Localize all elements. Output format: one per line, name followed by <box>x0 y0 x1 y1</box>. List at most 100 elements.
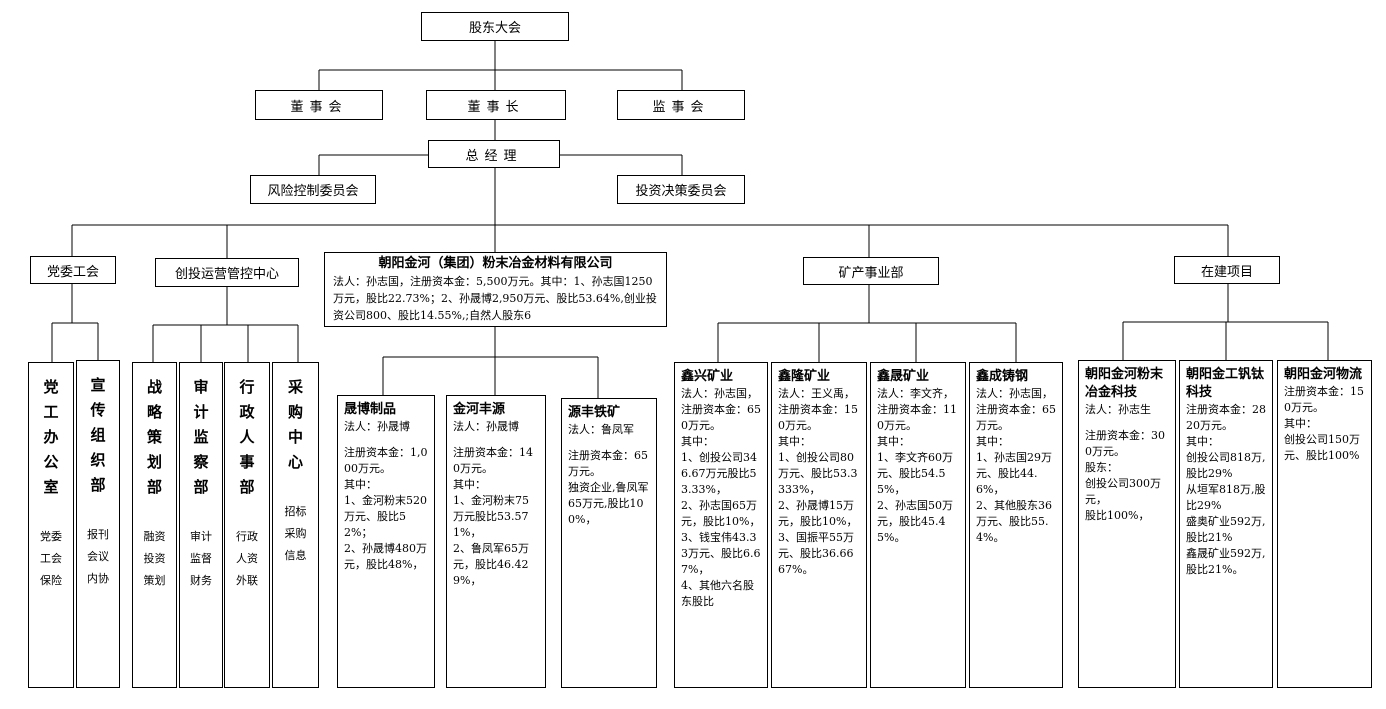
risk-control-committee-label: 风险控制委员会 <box>267 184 359 199</box>
project-title: 朝阳金河粉末冶金科技 <box>1085 367 1164 400</box>
mine-xinsheng-box: 鑫晟矿业 法人：李文齐， 注册资本金：110万元。 其中： 1、李文齐60万元、… <box>870 362 966 688</box>
duty-item: 审计 <box>190 530 212 543</box>
detail-line: 1、创投公司346.67万元股比53.33%， <box>681 451 757 496</box>
duty-item: 报刊 <box>87 528 109 541</box>
detail-line: 注册资本金：140万元。 <box>453 446 533 475</box>
detail-line: 其中： <box>681 435 714 448</box>
group-company-title: 朝阳金河（集团）粉末冶金材料有限公司 <box>378 256 613 271</box>
group-company-box: 朝阳金河（集团）粉末冶金材料有限公司 法人：孙志国，注册资本金：5,500万元。… <box>324 252 667 327</box>
party-union-label: 党委工会 <box>46 264 99 280</box>
subsidiary-shengbo-box: 晟博制品 法人：孙晟博 注册资本金：1,000万元。 其中： 1、金河粉末520… <box>337 395 435 688</box>
detail-line: 独资企业,鲁凤军65万元,股比100%， <box>568 481 649 526</box>
detail-line: 其中： <box>453 478 486 491</box>
detail-line: 注册资本金：1,000万元。 <box>344 446 428 475</box>
strategy-dept-duties: 融资 投资 策划 <box>143 526 167 592</box>
detail-line: 法人：孙晟博 <box>344 420 410 433</box>
projects-box: 在建项目 <box>1174 256 1280 284</box>
subsidiary-title: 源丰铁矿 <box>568 405 621 420</box>
subsidiary-title: 晟博制品 <box>344 402 397 417</box>
detail-line: 其中： <box>778 435 811 448</box>
venture-ops-center-box: 创投运营管控中心 <box>155 258 299 287</box>
detail-line: 2、其他股东36万元、股比55.4%。 <box>976 499 1052 544</box>
detail-line: 1、李文齐60万元、股比54.55%， <box>877 451 953 496</box>
detail-line: 2、孙志国50万元，股比45.45%。 <box>877 499 953 544</box>
detail-line: 法人：李文齐， <box>877 387 954 400</box>
subsidiary-yuanfeng-mine-box: 源丰铁矿 法人：鲁凤军 注册资本金：65万元。 独资企业,鲁凤军65万元,股比1… <box>561 398 657 688</box>
hr-admin-dept-title: 行政人事部 <box>239 378 255 496</box>
detail-line: 2、孙志国65万元，股比10%， <box>681 499 761 528</box>
mine-xinxing-box: 鑫兴矿业 法人：孙志国， 注册资本金：650万元。 其中： 1、创投公司346.… <box>674 362 768 688</box>
duty-item: 人资 <box>236 552 258 565</box>
duty-item: 行政 <box>236 530 258 543</box>
project-logistics-box: 朝阳金河物流 注册资本金：150万元。 其中： 创投公司150万元、股比100% <box>1277 360 1372 688</box>
detail-line: 注册资本金：300万元。 <box>1085 429 1165 458</box>
mine-title: 鑫成铸钢 <box>976 369 1029 384</box>
board-of-directors-box: 董事会 <box>255 90 383 120</box>
duty-item: 工会 <box>40 552 62 565</box>
procurement-center-box: 采购中心 招标 采购 信息 <box>272 362 319 688</box>
detail-line: 2、鲁凤军65万元，股比46.429%， <box>453 542 529 587</box>
duty-item: 投资 <box>143 552 166 565</box>
strategy-dept-title: 战略策划部 <box>146 378 162 496</box>
detail-line: 4、其他六名股东股比 <box>681 579 754 608</box>
project-title: 朝阳金河物流 <box>1284 367 1363 382</box>
detail-line: 股东： <box>1085 461 1118 474</box>
detail-line: 其中： <box>1284 417 1317 430</box>
detail-line: 法人：孙志国， <box>681 387 758 400</box>
detail-line: 从垣军818万,股比29% <box>1186 483 1266 512</box>
subsidiary-title: 金河丰源 <box>453 402 506 417</box>
audit-dept-duties: 审计 监督 财务 <box>189 526 213 592</box>
publicity-dept-box: 宣传组织部 报刊 会议 内协 <box>76 360 120 688</box>
mine-title: 鑫兴矿业 <box>681 369 734 384</box>
duty-item: 监督 <box>190 552 212 565</box>
duty-item: 策划 <box>143 574 166 587</box>
detail-line: 注册资本金：110万元。 <box>877 403 957 432</box>
detail-line: 注册资本金：150万元。 <box>1284 385 1364 414</box>
steel-casting-xincheng-box: 鑫成铸钢 法人：孙志国， 注册资本金：65万元。 其中： 1、孙志国29万元、股… <box>969 362 1063 688</box>
hr-admin-dept-duties: 行政 人资 外联 <box>235 526 259 592</box>
risk-control-committee-box: 风险控制委员会 <box>250 175 376 204</box>
general-manager-label: 总经理 <box>465 148 523 164</box>
detail-line: 创投公司300万元， <box>1085 477 1161 506</box>
party-office-duties: 党委 工会 保险 <box>39 526 63 592</box>
detail-line: 盛奥矿业592万,股比21% <box>1186 515 1266 544</box>
mine-xinlong-box: 鑫隆矿业 法人：王义禹， 注册资本金：150万元。 其中： 1、创投公司80万元… <box>771 362 867 688</box>
venture-ops-center-label: 创投运营管控中心 <box>174 267 279 282</box>
party-office-title: 党工办公室 <box>43 378 59 496</box>
detail-line: 其中： <box>976 435 1009 448</box>
investment-committee-label: 投资决策委员会 <box>635 184 727 199</box>
detail-line: 法人：孙晟博 <box>453 420 519 433</box>
party-union-box: 党委工会 <box>30 256 116 284</box>
duty-item: 信息 <box>284 549 307 562</box>
chairman-label: 董事长 <box>467 99 525 115</box>
duty-item: 财务 <box>190 574 212 587</box>
detail-line: 1、金河粉末520万元、股比52%； <box>344 494 427 539</box>
shareholders-meeting-box: 股东大会 <box>421 12 569 41</box>
procurement-center-duties: 招标 采购 信息 <box>284 501 308 567</box>
hr-admin-dept-box: 行政人事部 行政 人资 外联 <box>224 362 270 688</box>
duty-item: 外联 <box>236 574 258 587</box>
detail-line: 其中： <box>344 478 377 491</box>
group-company-description: 法人：孙志国，注册资本金：5,500万元。其中：1、孙志国1250万元，股比22… <box>333 275 657 322</box>
duty-item: 党委 <box>40 530 62 543</box>
detail-line: 法人：鲁凤军 <box>568 423 634 436</box>
publicity-dept-duties: 报刊 会议 内协 <box>86 524 110 590</box>
duty-item: 融资 <box>143 530 166 543</box>
duty-item: 内协 <box>87 572 109 585</box>
detail-line: 2、孙晟博480万元，股比48%， <box>344 542 427 571</box>
detail-line: 2、孙晟博15万元，股比10%， <box>778 499 858 528</box>
detail-line: 股比100%， <box>1085 509 1150 522</box>
board-of-directors-label: 董事会 <box>290 99 348 115</box>
detail-line: 创投公司150万元、股比100% <box>1284 433 1360 462</box>
project-vanadium-titanium-box: 朝阳金工钒钛科技 注册资本金：2820万元。 其中： 创投公司818万,股比29… <box>1179 360 1273 688</box>
mining-division-label: 矿产事业部 <box>838 265 904 281</box>
duty-item: 采购 <box>284 527 307 540</box>
chairman-box: 董事长 <box>426 90 566 120</box>
procurement-center-title: 采购中心 <box>287 378 303 471</box>
project-powder-metallurgy-box: 朝阳金河粉末冶金科技 法人：孙志生 注册资本金：300万元。 股东： 创投公司3… <box>1078 360 1176 688</box>
detail-line: 法人：孙志生 <box>1085 403 1151 416</box>
detail-line: 创投公司818万,股比29% <box>1186 451 1266 480</box>
mine-title: 鑫晟矿业 <box>877 369 930 384</box>
detail-line: 1、创投公司80万元、股比53.3333%， <box>778 451 858 496</box>
detail-line: 法人：王义禹， <box>778 387 855 400</box>
